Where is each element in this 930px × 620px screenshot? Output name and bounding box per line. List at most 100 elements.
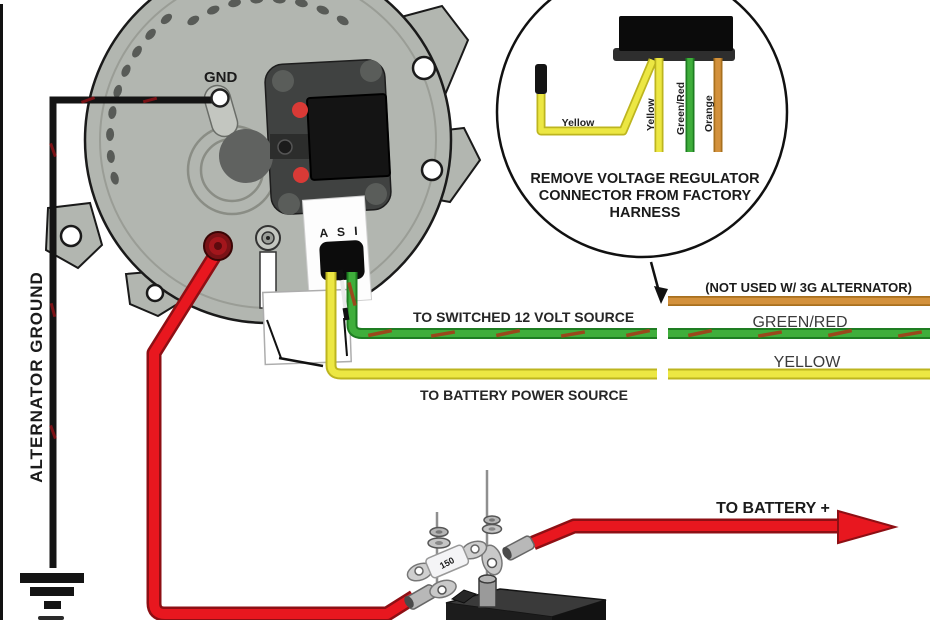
alternator-drawing: A S I GND <box>44 0 482 325</box>
harness-wires <box>325 76 930 380</box>
inset-arrow-line <box>649 261 660 289</box>
relay-post-top <box>478 574 497 584</box>
inset-caption-line1: REMOVE VOLTAGE REGULATOR <box>530 171 760 187</box>
nut-right-hole <box>489 518 495 522</box>
connector-plug <box>319 240 365 281</box>
green-red-stripe <box>827 328 853 338</box>
green-red-stripe <box>430 330 456 338</box>
regulator-bolt <box>365 183 387 205</box>
green-wire-left <box>348 272 657 337</box>
washer-right-hole <box>488 527 496 531</box>
inset-caption-line2: CONNECTOR FROM FACTORY <box>539 188 752 204</box>
vent-slot <box>160 13 173 25</box>
connector-label: A S I <box>319 224 361 241</box>
ear-hole-top-right <box>411 55 437 81</box>
battery-ring-hole <box>486 557 498 569</box>
vent-slot <box>187 15 200 26</box>
ground-symbol-bar3 <box>44 601 61 609</box>
inset-green-red-label: Green/Red <box>675 82 687 135</box>
vent-slot <box>250 0 264 4</box>
inset-connector-block <box>619 16 733 51</box>
ground-wire-path <box>49 96 215 568</box>
left-border-line <box>0 4 3 620</box>
inset-orange-label: Orange <box>703 95 715 132</box>
vent-slot <box>295 0 308 8</box>
ground-wire-fleck <box>49 302 57 318</box>
red-marker-bottom <box>293 167 309 183</box>
battery-power-label: TO BATTERY POWER SOURCE <box>420 387 628 403</box>
ear-hole-right <box>420 158 444 182</box>
vent-slot <box>110 171 119 185</box>
inset-pigtail-terminal <box>535 64 547 94</box>
terminal-callout-box <box>261 288 353 366</box>
ground-wire-fleck <box>80 96 96 104</box>
to-battery-label: TO BATTERY + <box>716 500 830 517</box>
green-red-stripe <box>495 328 521 338</box>
yellow-wire-label: YELLOW <box>774 354 842 371</box>
yellow-wire-left <box>327 272 657 378</box>
regulator-bolt <box>272 70 294 92</box>
red-cable <box>149 246 417 619</box>
inset-yellow-label: Yellow <box>645 97 657 131</box>
relay-side-face <box>552 600 606 620</box>
orange-not-used-label: (NOT USED W/ 3G ALTERNATOR) <box>705 280 912 295</box>
small-stud-center <box>266 236 270 240</box>
vent-slot <box>106 127 115 141</box>
fuse-hole-left <box>414 566 424 576</box>
green-red-stripe <box>625 328 651 338</box>
vent-slot <box>113 84 123 98</box>
green-red-wire-label: GREEN/RED <box>752 314 847 331</box>
ground-wire-fleck <box>142 96 158 104</box>
green-red-stripe <box>897 330 923 338</box>
ear-hole-bottom-left <box>59 224 83 248</box>
vent-slot <box>336 15 349 26</box>
inset-yellow-pigtail-label: Yellow <box>562 117 596 129</box>
output-ring-hole <box>437 585 447 595</box>
relay-tab <box>450 589 478 604</box>
unused-pin-tip-bottom <box>342 307 350 321</box>
leader-line <box>278 356 324 368</box>
vent-slot <box>108 106 117 120</box>
rotor-center <box>219 129 273 183</box>
regulator-connector-inset: Yellow Yellow Green/Red Orange REMOVE VO… <box>495 0 789 304</box>
green-red-stripe <box>347 281 357 307</box>
ear-hole-bottom <box>145 283 165 303</box>
fuse-hole-right <box>470 544 480 554</box>
fuse-relay-assembly: 150 <box>404 470 899 620</box>
vent-slot <box>106 150 115 163</box>
cropped-mark <box>38 616 64 620</box>
alternator-ground-label: ALTERNATOR GROUND <box>27 271 46 483</box>
vent-slots <box>106 0 349 185</box>
ground-wire-red-flecks <box>49 96 158 440</box>
regulator-bolt <box>278 193 300 215</box>
tab-bolt <box>277 139 293 155</box>
output-stud-center <box>214 242 222 250</box>
regulator-bolt <box>360 60 382 82</box>
vent-slot <box>121 64 131 77</box>
vent-slot <box>228 0 241 8</box>
gnd-label: GND <box>204 69 238 86</box>
vent-slot <box>316 5 329 15</box>
red-marker-top <box>292 102 308 118</box>
inset-connector-base <box>613 48 735 61</box>
vent-slot <box>145 28 156 40</box>
output-crimp-cap <box>404 596 414 608</box>
battery-arrow-head <box>837 509 899 545</box>
relay-front-face <box>446 603 552 620</box>
battery-cable <box>531 521 841 548</box>
switched-source-label: TO SWITCHED 12 VOLT SOURCE <box>413 309 634 325</box>
leader-line <box>343 317 348 357</box>
fuse-body <box>425 544 470 579</box>
ground-wire-fleck <box>49 424 57 440</box>
ground-wire-fleck <box>49 142 57 158</box>
leader-line <box>266 319 282 359</box>
vent-slot <box>132 45 142 58</box>
inset-caption-line3: HARNESS <box>610 205 681 221</box>
ground-stud <box>210 88 230 108</box>
ground-symbol-bar1 <box>20 573 84 583</box>
vent-slot <box>272 0 286 4</box>
inset-arrow-head <box>654 286 668 304</box>
green-red-stripe <box>560 330 586 338</box>
